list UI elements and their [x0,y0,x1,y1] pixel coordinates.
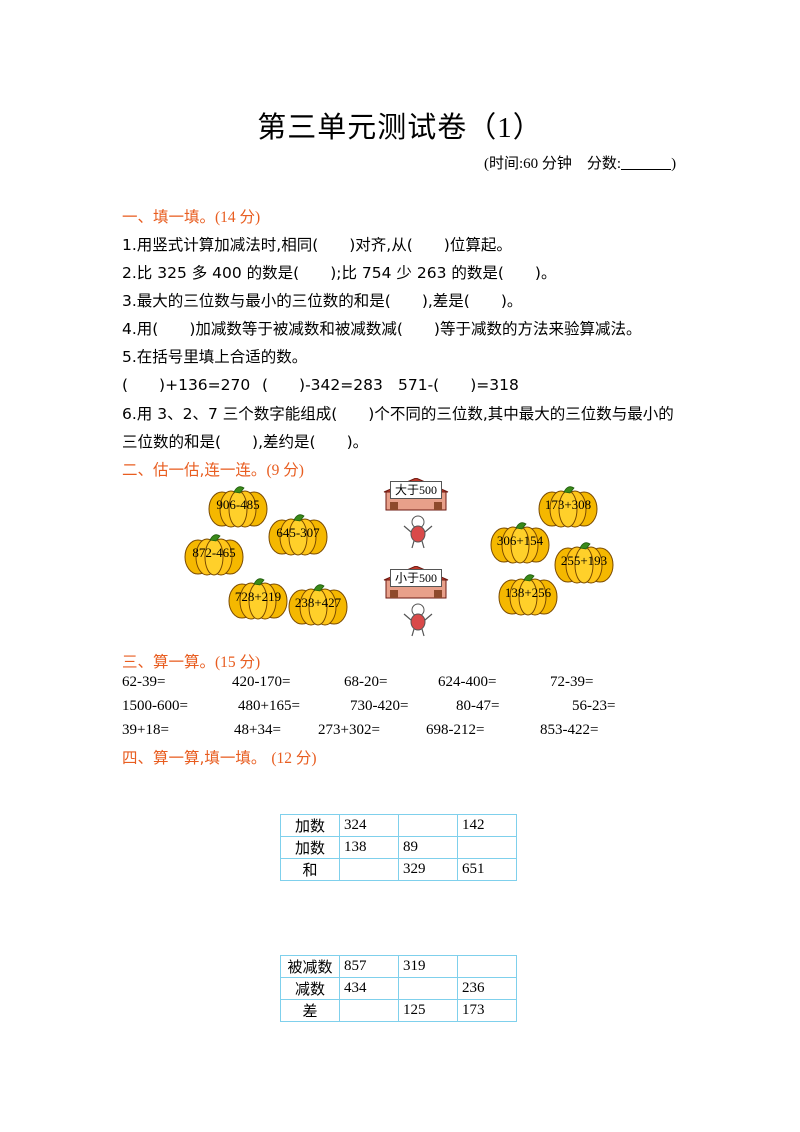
house-label: 小于500 [390,569,442,587]
pumpkin-card[interactable]: 238+427 [288,582,348,626]
section-1-heading: 一、填一填。(14 分) [122,205,260,227]
calc-item[interactable]: 1500-600= [122,698,188,714]
section-1-title: 一、填一填。 [122,208,216,226]
row-header: 被减数 [280,955,340,978]
answer-cell[interactable] [457,836,517,859]
table-cell: 125 [398,999,458,1022]
table-cell: 329 [398,858,458,881]
question-4: 4.用( )加减数等于被减数和被减数减( )等于减数的方法来验算减法。 [122,320,642,338]
row-header: 加数 [280,814,340,837]
pumpkin-expression: 872-465 [192,545,236,560]
table-row: 减数 434 236 [280,977,517,1000]
table-cell: 857 [339,955,399,978]
time-limit: (时间:60 分钟 [484,156,572,172]
pumpkin-card[interactable]: 645-307 [268,512,328,556]
answer-cell[interactable] [398,977,458,1000]
section-4-points: (12 分) [271,750,317,767]
section-3-title: 三、算一算。 [122,653,216,671]
question-2: 2.比 325 多 400 的数是( );比 754 少 263 的数是( )。 [122,264,557,282]
house-less-than-500[interactable]: 小于500 [380,565,452,640]
calc-item[interactable]: 698-212= [426,722,485,738]
section-2-title: 二、估一估,连一连。 [122,461,267,479]
exam-meta: (时间:60 分钟 分数:) [484,152,676,173]
section-3-points: (15 分) [215,654,261,671]
calc-item[interactable]: 39+18= [122,722,169,738]
section-2-points: (9 分) [266,462,304,479]
pumpkin-expression: 306+154 [496,533,544,548]
row-header: 差 [280,999,340,1022]
question-5: 5.在括号里填上合适的数。 [122,348,308,366]
question-5c: 571-( )=318 [398,376,519,394]
row-header: 加数 [280,836,340,859]
table-cell: 434 [339,977,399,1000]
table-cell: 236 [457,977,517,1000]
pumpkin-expression: 728+219 [234,589,282,604]
section-3-heading: 三、算一算。(15 分) [122,650,260,672]
pumpkin-card[interactable]: 906-485 [208,484,268,528]
calc-item[interactable]: 56-23= [572,698,616,714]
row-header: 和 [280,858,340,881]
calc-item[interactable]: 68-20= [344,674,388,690]
question-5a: ( )+136=270 [122,376,251,394]
table-cell: 319 [398,955,458,978]
table-row: 加数 324 142 [280,814,517,837]
score-blank[interactable] [621,155,672,170]
pumpkin-card[interactable]: 138+256 [498,572,558,616]
calc-item[interactable]: 48+34= [234,722,281,738]
question-5b: ( )-342=283 [262,376,383,394]
page-title: 第三单元测试卷（1） [257,112,543,144]
pumpkin-expression: 645-307 [276,525,320,540]
section-1-points: (14 分) [215,209,261,226]
answer-cell[interactable] [457,955,517,978]
question-3: 3.最大的三位数与最小的三位数的和是( ),差是( )。 [122,292,523,310]
table-row: 差 125 173 [280,999,517,1022]
subtraction-table: 被减数 857 319 减数 434 236 差 125 173 [280,955,517,1022]
calc-item[interactable]: 80-47= [456,698,500,714]
calc-item[interactable]: 480+165= [238,698,300,714]
calc-item[interactable]: 62-39= [122,674,166,690]
section-4-heading: 四、算一算,填一填。 (12 分) [122,746,317,768]
table-cell: 89 [398,836,458,859]
answer-cell[interactable] [339,858,399,881]
section-4-title: 四、算一算,填一填。 [122,749,267,767]
section-2-heading: 二、估一估,连一连。(9 分) [122,458,304,480]
table-cell: 142 [457,814,517,837]
table-cell: 324 [339,814,399,837]
pumpkin-expression: 906-485 [216,497,260,512]
meta-close: ) [671,156,677,172]
question-1: 1.用竖式计算加减法时,相同( )对齐,从( )位算起。 [122,236,512,254]
calc-item[interactable]: 420-170= [232,674,291,690]
pumpkin-expression: 238+427 [294,595,342,610]
question-6-line-2: 三位数的和是( ),差约是( )。 [122,433,369,451]
answer-cell[interactable] [339,999,399,1022]
pumpkin-card[interactable]: 872-465 [184,532,244,576]
pumpkin-expression: 173+308 [544,497,592,512]
house-greater-than-500[interactable]: 大于500 [380,477,452,552]
house-label: 大于500 [390,481,442,499]
calc-item[interactable]: 72-39= [550,674,594,690]
pumpkin-card[interactable]: 173+308 [538,484,598,528]
score-label: 分数: [586,156,622,172]
row-header: 减数 [280,977,340,1000]
calc-item[interactable]: 273+302= [318,722,380,738]
pumpkin-expression: 255+193 [560,553,608,568]
table-cell: 651 [457,858,517,881]
pumpkin-card[interactable]: 306+154 [490,520,550,564]
table-cell: 173 [457,999,517,1022]
answer-cell[interactable] [398,814,458,837]
table-cell: 138 [339,836,399,859]
table-row: 和 329 651 [280,858,517,881]
calc-item[interactable]: 853-422= [540,722,599,738]
table-row: 被减数 857 319 [280,955,517,978]
pumpkin-expression: 138+256 [504,585,552,600]
question-6-line-1: 6.用 3、2、7 三个数字能组成( )个不同的三位数,其中最大的三位数与最小的 [122,405,674,423]
table-row: 加数 138 89 [280,836,517,859]
addition-table: 加数 324 142 加数 138 89 和 329 651 [280,814,517,881]
pumpkin-card[interactable]: 728+219 [228,576,288,620]
calc-item[interactable]: 624-400= [438,674,497,690]
calc-item[interactable]: 730-420= [350,698,409,714]
pumpkin-card[interactable]: 255+193 [554,540,614,584]
